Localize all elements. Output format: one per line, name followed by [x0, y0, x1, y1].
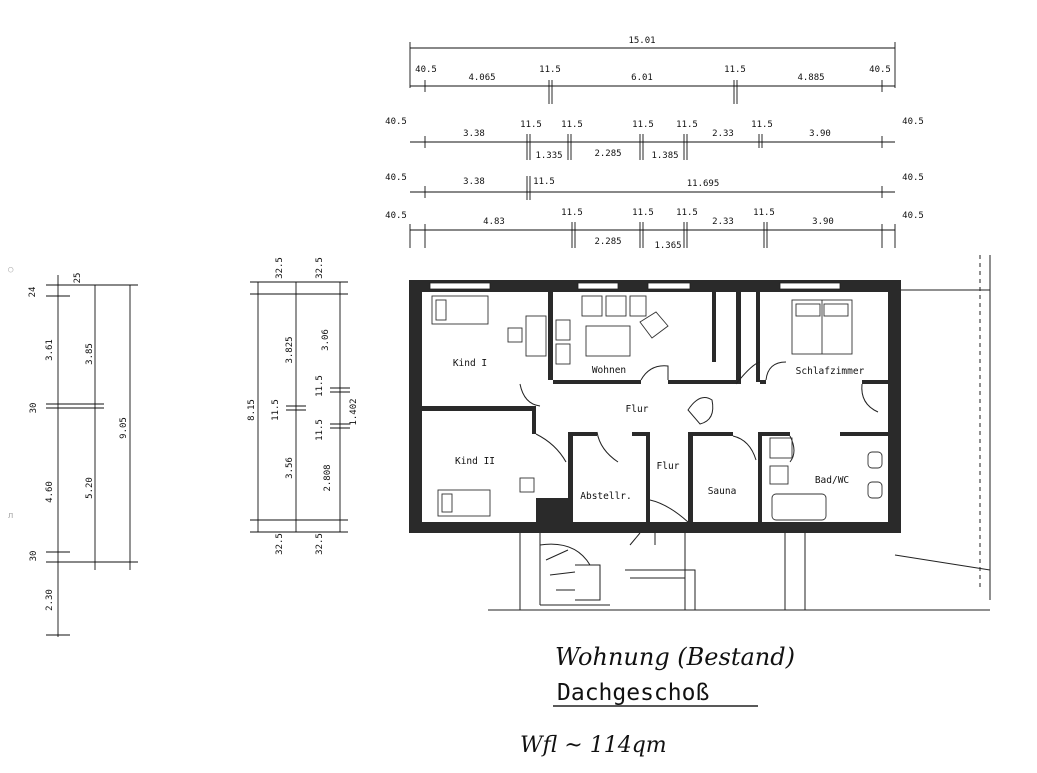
dim-mid-a-2: 8.15	[247, 399, 257, 421]
dim-row1-3: 6.01	[631, 73, 653, 83]
dim-row4-3: 11.5	[632, 208, 654, 218]
dim-row2-0: 40.5	[385, 117, 407, 127]
dim-row2b-2: 1.385	[651, 151, 678, 161]
dim-left-total: 9.05	[119, 417, 129, 439]
margin-pencil-mark: л	[8, 511, 13, 521]
dim-row2-4: 11.5	[632, 120, 654, 130]
middle-dimension-chains: 32.5 32.5 8.15 3.825 11.5 3.56 32.5 3.06…	[247, 257, 359, 555]
dim-row4-7: 3.90	[812, 217, 834, 227]
dim-row4-6: 11.5	[753, 208, 775, 218]
dim-row2-2: 11.5	[520, 120, 542, 130]
dim-row2-1: 3.38	[463, 129, 485, 139]
room-label-abstellr: Abstellr.	[580, 491, 631, 502]
room-label-wohnen: Wohnen	[592, 365, 626, 376]
left-dimension-chains: 24 3.61 30 4.60 30 2.30 25 3.85 5.20 9.0…	[8, 265, 138, 637]
dim-left-a-3: 4.60	[45, 481, 55, 503]
dim-row3-0: 40.5	[385, 173, 407, 183]
dim-row2-8: 3.90	[809, 129, 831, 139]
dim-mid-c-2: 11.5	[315, 375, 325, 397]
dim-mid-c-4: 1.402	[349, 398, 359, 425]
dim-row1-1: 4.065	[468, 73, 495, 83]
room-label-kind-1: Kind I	[453, 358, 487, 369]
dim-row1-2: 11.5	[539, 65, 561, 75]
room-label-flur-main: Flur	[626, 404, 649, 415]
dim-row2b-1: 2.285	[594, 149, 621, 159]
dim-mid-b-2: 3.56	[285, 457, 295, 479]
dim-mid-b-0: 3.825	[285, 336, 295, 363]
room-label-flur-small: Flur	[657, 461, 680, 472]
dim-row1-4: 11.5	[724, 65, 746, 75]
handwritten-area: Wfl ~ 114qm	[520, 733, 667, 758]
dim-mid-a-1: 32.5	[275, 533, 285, 555]
dim-row4b-0: 2.285	[594, 237, 621, 247]
margin-circle-mark: ○	[8, 265, 14, 275]
dim-mid-c-0: 32.5	[315, 257, 325, 279]
dim-left-a-4: 30	[29, 551, 39, 562]
dim-row2-9: 40.5	[902, 117, 924, 127]
dim-row2b-0: 1.335	[535, 151, 562, 161]
dim-row2-3: 11.5	[561, 120, 583, 130]
dim-row3-4: 40.5	[902, 173, 924, 183]
dim-row4-8: 40.5	[902, 211, 924, 221]
dim-left-a-2: 30	[29, 403, 39, 414]
dim-left-a-1: 3.61	[45, 339, 55, 361]
top-dimension-chains: 15.01 40.5 4.065 11.5 6.01 11.5 4.885 40…	[385, 36, 924, 251]
dim-row1-6: 40.5	[869, 65, 891, 75]
room-label-bad-wc: Bad/WC	[815, 475, 849, 486]
dim-mid-c-1: 3.06	[321, 329, 331, 351]
dim-mid-c-5: 2.808	[323, 464, 333, 491]
drawing-title: Dachgeschoß	[557, 680, 709, 706]
title-block: Wohnung (Bestand) Dachgeschoß Wfl ~ 114q…	[520, 643, 795, 758]
room-label-sauna: Sauna	[708, 486, 737, 497]
dim-row1-0: 40.5	[415, 65, 437, 75]
dim-left-a-0: 24	[28, 287, 38, 298]
dim-row3-1: 3.38	[463, 177, 485, 187]
dim-row4-0: 40.5	[385, 211, 407, 221]
handwritten-subtitle: Wohnung (Bestand)	[555, 643, 795, 671]
dim-row2-6: 2.33	[712, 129, 734, 139]
dim-row3-2: 11.5	[533, 177, 555, 187]
dim-left-b-0: 25	[73, 273, 83, 284]
dim-left-b-1: 3.85	[85, 343, 95, 365]
dim-row4-4: 11.5	[676, 208, 698, 218]
dim-row4-2: 11.5	[561, 208, 583, 218]
dim-left-a-5: 2.30	[45, 589, 55, 611]
dim-row2-7: 11.5	[751, 120, 773, 130]
room-label-schlafzimmer: Schlafzimmer	[796, 366, 865, 377]
dim-mid-b-1: 11.5	[271, 399, 281, 421]
dim-row3-3: 11.695	[687, 179, 720, 189]
dim-row4-1: 4.83	[483, 217, 505, 227]
dim-row2-5: 11.5	[676, 120, 698, 130]
dim-mid-a-0: 32.5	[275, 257, 285, 279]
room-label-kind-2: Kind II	[455, 456, 495, 467]
dim-mid-c-6: 32.5	[315, 533, 325, 555]
dim-left-b-2: 5.20	[85, 477, 95, 499]
dim-row4b-1: 1.365	[654, 241, 681, 251]
dim-row1-5: 4.885	[797, 73, 824, 83]
dim-total-width: 15.01	[628, 36, 655, 46]
dim-mid-c-3: 11.5	[315, 419, 325, 441]
dim-row4-5: 2.33	[712, 217, 734, 227]
floor-plan: Kind I Wohnen Schlafzimmer Flur Kind II …	[409, 255, 991, 611]
